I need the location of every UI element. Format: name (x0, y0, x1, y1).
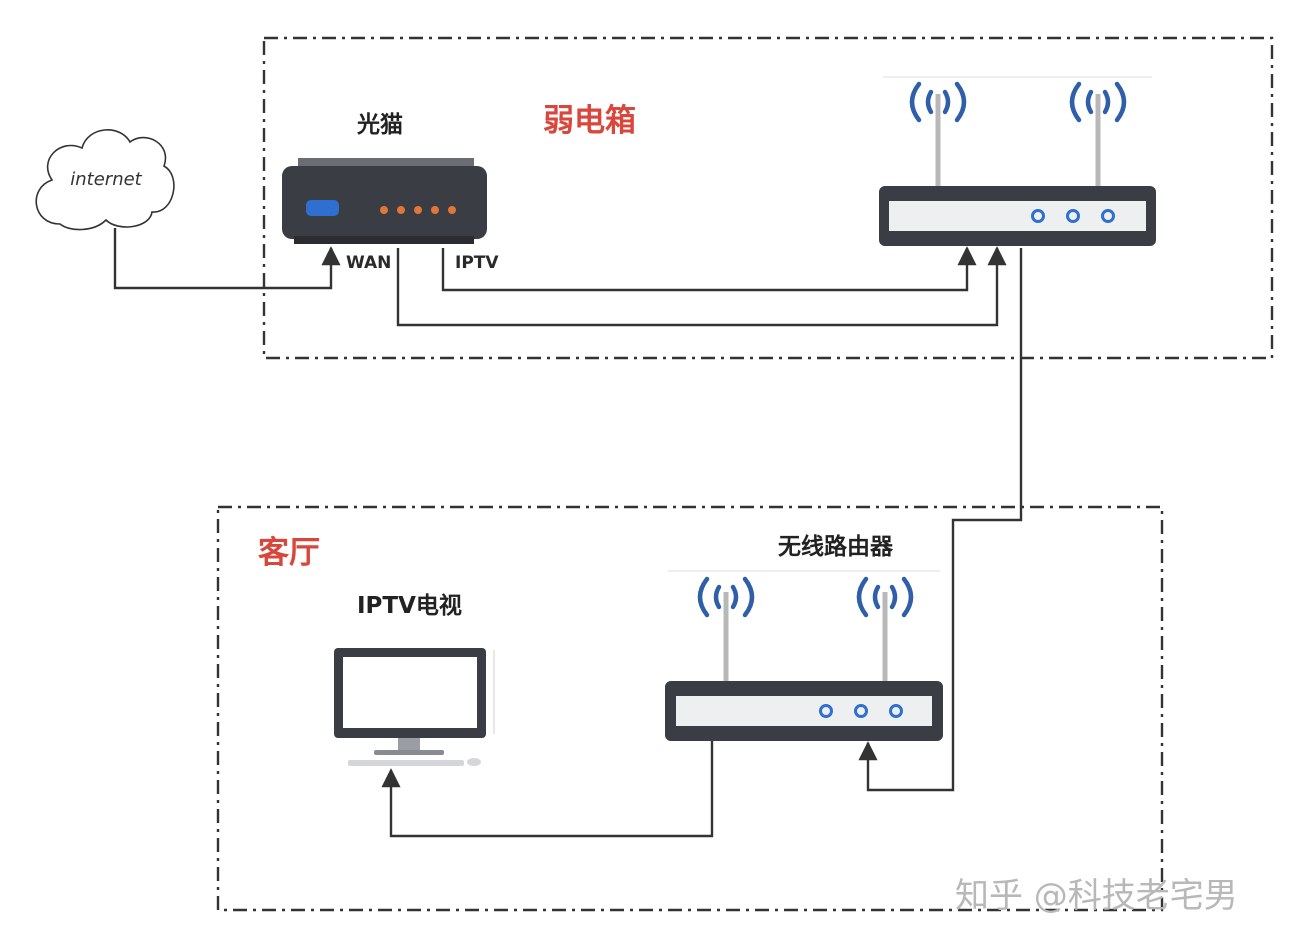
wifi-signal-icon (1069, 81, 1127, 123)
wifi-signal-icon (856, 576, 914, 618)
wifi-signal-icon (697, 576, 755, 618)
modem-label: 光猫 (356, 112, 403, 138)
modem-iptv-port-label: IPTV (455, 253, 499, 273)
router-to-living-room-line (858, 248, 1023, 792)
living-room-router (665, 570, 943, 741)
living-room-zone-label: 客厅 (258, 535, 320, 571)
modem-status-led (306, 200, 339, 216)
iptv-tv (334, 648, 495, 766)
internet-label: internet (70, 169, 142, 190)
watermark: 知乎 @科技老宅男 (955, 876, 1238, 916)
wifi-signal-icon (909, 81, 967, 123)
tv-label: IPTV电视 (357, 592, 462, 619)
optical-modem (282, 158, 487, 244)
modem-wan-to-router-line (396, 246, 1007, 327)
modem-iptv-to-router-line (441, 246, 977, 292)
cabinet-zone-label: 弱电箱 (543, 103, 636, 139)
internet-to-modem-wan-line (113, 228, 341, 290)
cabinet-zone (262, 36, 1274, 360)
living-room-zone (216, 505, 1164, 912)
router-label: 无线路由器 (778, 533, 894, 560)
internet-cloud: internet (35, 129, 175, 231)
router-to-tv-line (381, 741, 714, 838)
modem-port-leds (380, 206, 456, 214)
cabinet-router (879, 76, 1156, 246)
modem-wan-port-label: WAN (346, 253, 391, 273)
